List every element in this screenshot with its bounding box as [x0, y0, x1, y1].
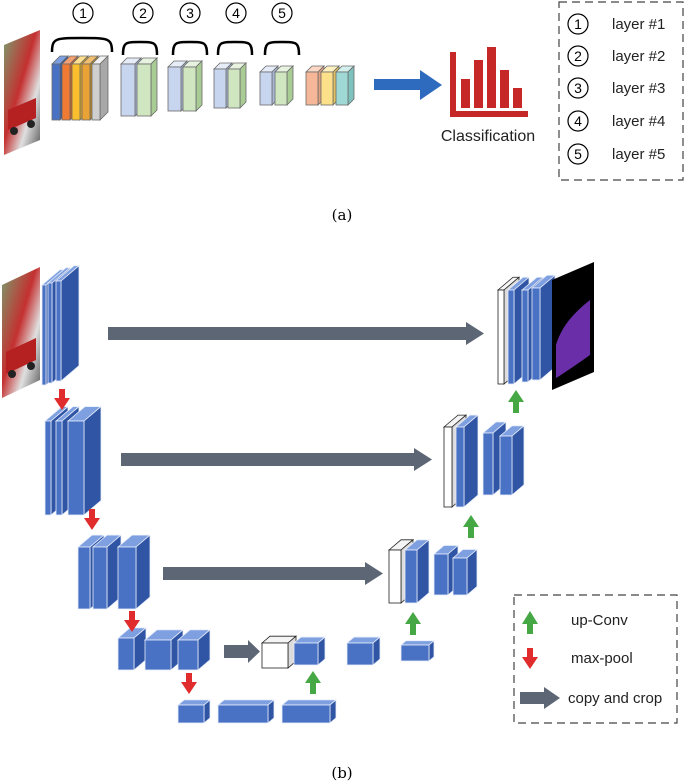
red-down-arrow-icon [522, 648, 538, 669]
svg-text:1: 1 [574, 16, 582, 32]
svg-text:4: 4 [574, 113, 582, 129]
enc4-block-2 [143, 628, 185, 671]
input-car-image-b [2, 267, 40, 398]
group-braces [50, 36, 301, 56]
max-pool-arrow-4 [181, 673, 197, 694]
bar-chart-icon [450, 47, 528, 117]
copy-crop-arrow-1 [108, 322, 484, 345]
group-number-2: 2 [132, 2, 154, 24]
max-pool-arrow-3 [124, 611, 140, 632]
legend-item-layer-1: 1 layer #1 [567, 13, 665, 35]
up-conv-arrow-4 [508, 390, 524, 413]
panel-a: 1 2 3 4 5 [4, 1, 684, 224]
copy-crop-arrow-3 [163, 562, 383, 585]
up-conv-arrow-3 [463, 515, 479, 538]
copy-crop-arrow-2 [121, 448, 432, 471]
copy-crop-arrow-4 [224, 640, 260, 663]
svg-text:1: 1 [79, 5, 87, 21]
bottleneck-block-3 [280, 699, 338, 724]
group-number-4: 4 [225, 2, 247, 24]
caption-b: (b) [331, 764, 352, 782]
legend-item-layer-4: 4 layer #4 [567, 110, 665, 132]
enc4-block-3 [176, 628, 212, 671]
legend-item-max-pool: max-pool [522, 648, 633, 669]
group-number-5: 5 [271, 2, 293, 24]
gray-right-arrow-icon [520, 687, 560, 709]
svg-text:layer #3: layer #3 [612, 80, 665, 97]
legend-item-layer-3: 3 layer #3 [567, 77, 665, 99]
classification-label: Classification [441, 128, 535, 145]
layer-3-stack [167, 60, 203, 112]
layer-5-stack [259, 65, 294, 106]
layer-2-stack [120, 57, 158, 117]
dec4-block-2 [345, 636, 382, 666]
segmentation-output-image [552, 262, 594, 390]
svg-text:up-Conv: up-Conv [571, 612, 628, 629]
svg-text:layer #1: layer #1 [612, 16, 665, 33]
layer-4-stack [213, 62, 247, 109]
layer-legend: 1 layer #1 2 layer #2 3 layer #3 4 layer… [558, 1, 684, 181]
caption-a: (a) [332, 206, 353, 224]
dec4-block-1 [292, 636, 327, 666]
enc3-block-3 [116, 534, 152, 610]
up-conv-arrow-1 [305, 671, 321, 694]
enc4-block-1 [116, 626, 148, 671]
green-up-arrow-icon [522, 611, 538, 634]
enc3-block-2 [91, 534, 123, 610]
blue-arrow-icon [374, 70, 442, 100]
dec1-block-3 [530, 274, 557, 381]
svg-text:3: 3 [186, 5, 194, 21]
max-pool-arrow-1 [54, 389, 70, 410]
operation-legend: up-Conv max-pool copy and crop [513, 594, 678, 724]
enc2-block-3 [66, 405, 103, 516]
legend-item-up-conv: up-Conv [522, 611, 628, 634]
up-conv-arrow-2 [405, 612, 421, 635]
svg-text:layer #4: layer #4 [612, 113, 665, 130]
svg-text:layer #2: layer #2 [612, 48, 665, 65]
svg-text:3: 3 [574, 80, 582, 96]
max-pool-arrow-2 [84, 509, 100, 530]
svg-text:5: 5 [574, 146, 582, 162]
bottleneck-block-1 [176, 699, 212, 724]
legend-item-copy-crop: copy and crop [520, 687, 662, 709]
dec4-crop-block [260, 635, 298, 669]
svg-text:2: 2 [139, 5, 147, 21]
enc1-block-3 [54, 264, 81, 382]
panel-b: up-Conv max-pool copy and crop (b) [2, 262, 678, 782]
dec2-block-1 [454, 414, 480, 508]
legend-item-layer-5: 5 layer #5 [567, 143, 665, 165]
svg-text:copy and crop: copy and crop [568, 690, 662, 707]
svg-text:4: 4 [232, 5, 240, 21]
bottleneck-block-2 [216, 699, 276, 724]
input-car-image-a [4, 30, 40, 155]
dec2-block-3 [498, 424, 526, 496]
fc-layers-stack [305, 65, 355, 106]
svg-text:layer #5: layer #5 [612, 146, 665, 163]
svg-text:max-pool: max-pool [571, 650, 633, 667]
unet-blocks [40, 264, 557, 724]
legend-item-layer-2: 2 layer #2 [567, 45, 665, 67]
group-number-1: 1 [72, 2, 94, 24]
dec3-block-3 [451, 548, 479, 596]
svg-text:5: 5 [278, 5, 286, 21]
group-number-3: 3 [179, 2, 201, 24]
layer-1-stack [51, 55, 109, 121]
dec4-block-3 [399, 639, 436, 662]
svg-text:2: 2 [574, 48, 582, 64]
dec3-block-1 [403, 538, 431, 604]
